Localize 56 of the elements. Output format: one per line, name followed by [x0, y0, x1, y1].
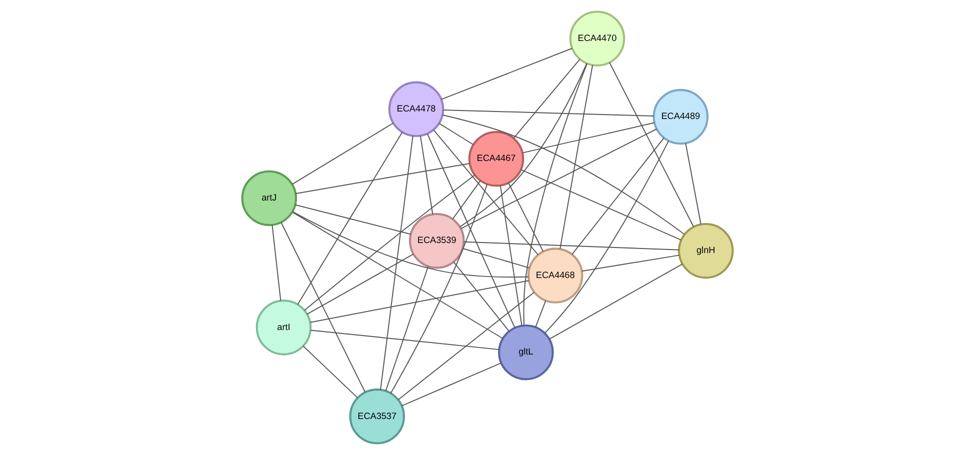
connector: [462, 248, 530, 268]
connector: [380, 135, 414, 390]
connector: [560, 64, 594, 250]
connector: [513, 58, 580, 139]
connector: [297, 132, 403, 305]
connector: [572, 137, 664, 255]
connector: [500, 185, 522, 326]
connector: [302, 346, 358, 398]
connector: [523, 63, 588, 326]
connector: [609, 62, 694, 228]
connector: [442, 109, 654, 116]
connector: [292, 122, 394, 185]
connector: [544, 140, 670, 334]
node-circle: glnH: [678, 222, 734, 279]
connector: [292, 211, 529, 278]
connector: [459, 62, 588, 228]
connector: [441, 48, 573, 100]
connector: [442, 114, 685, 235]
connector: [452, 180, 481, 220]
node-circle: ECA4489: [652, 88, 709, 145]
connector: [520, 169, 682, 240]
node-circle: ECA3537: [349, 388, 405, 444]
connector: [438, 122, 474, 146]
node-circle: artI: [256, 300, 312, 356]
connector: [453, 262, 510, 332]
connector: [272, 224, 282, 302]
connector: [535, 300, 546, 328]
connector: [294, 204, 412, 235]
connector: [280, 222, 366, 393]
connector: [390, 184, 488, 394]
node-circle: ECA4478: [388, 81, 444, 138]
connector: [685, 142, 702, 225]
connector: [398, 292, 535, 400]
connector: [522, 122, 655, 154]
connector: [306, 254, 414, 315]
connector: [420, 135, 434, 215]
connector: [426, 133, 516, 328]
connector: [401, 362, 502, 406]
connector: [581, 254, 680, 272]
node-circle: ECA4468: [527, 248, 584, 304]
connector: [310, 280, 530, 323]
connector: [508, 182, 544, 252]
node-circle: ECA4470: [569, 10, 626, 66]
connector: [292, 212, 504, 339]
connector: [304, 174, 476, 311]
connector: [310, 330, 500, 350]
connector: [460, 128, 658, 230]
node-circle: gltL: [498, 324, 554, 380]
connector: [295, 162, 470, 194]
connector: [463, 241, 680, 250]
connector: [385, 266, 429, 392]
node-circle: artJ: [241, 170, 298, 226]
connector: [548, 264, 683, 340]
connector: [433, 129, 538, 256]
node-circle: ECA3539: [408, 212, 465, 269]
node-circle: ECA4467: [468, 130, 524, 187]
